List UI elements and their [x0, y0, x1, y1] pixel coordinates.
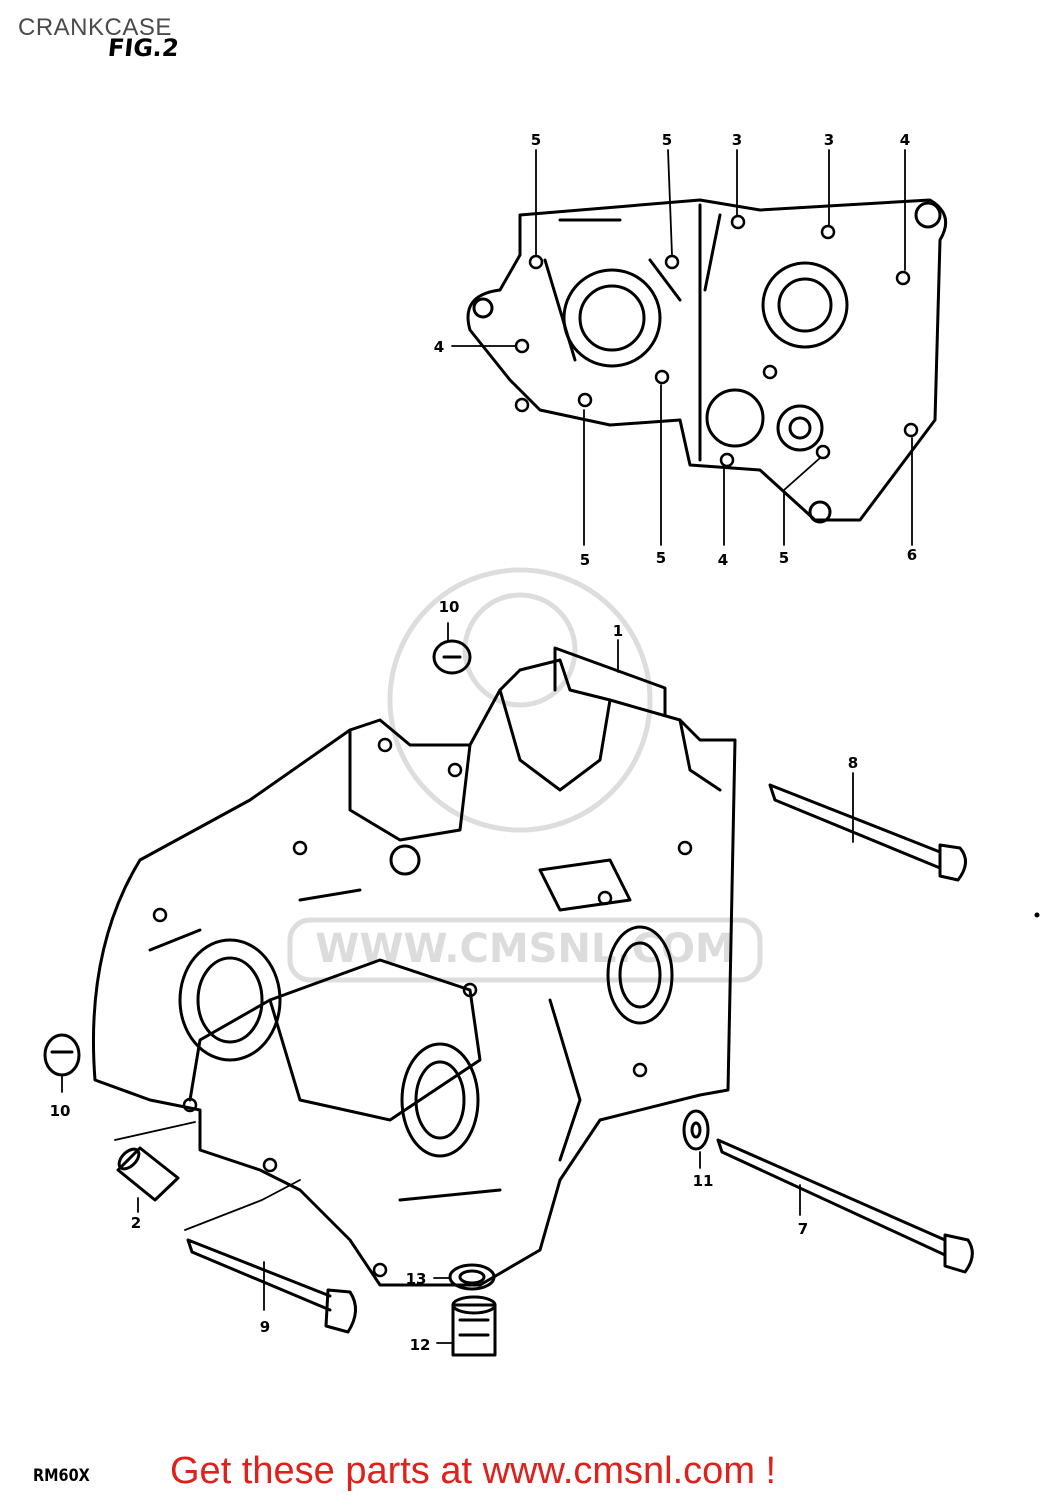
callout-3-top-a: 3 — [732, 131, 742, 149]
callout-10-upper: 10 — [439, 598, 460, 616]
bolt-9 — [184, 1179, 357, 1334]
callout-10-lower: 10 — [50, 1102, 71, 1120]
callout-11: 11 — [693, 1172, 714, 1190]
watermark-logo — [287, 567, 763, 983]
promo-link[interactable]: Get these parts at www.cmsnl.com ! — [170, 1450, 777, 1492]
plug-left — [43, 1033, 81, 1093]
callout-5-top-b: 5 — [662, 131, 672, 149]
crankcase-assembly — [92, 646, 737, 1287]
callout-8: 8 — [848, 754, 858, 772]
drain-plug-12 — [436, 1295, 497, 1357]
callout-4-bottom: 4 — [718, 551, 728, 569]
crankcase-exploded-diagram: WWW.CMSNL.COM — [43, 131, 1040, 1357]
callout-5-top-a: 5 — [531, 131, 541, 149]
callout-9: 9 — [260, 1318, 270, 1336]
plug-upper — [432, 622, 472, 675]
callout-6: 6 — [907, 546, 917, 564]
bolt-8 — [768, 772, 967, 882]
model-code: RM60X — [33, 1466, 90, 1486]
callout-1: 1 — [613, 622, 623, 640]
callout-7: 7 — [798, 1220, 808, 1238]
callout-3-top-b: 3 — [824, 131, 834, 149]
callout-13: 13 — [406, 1270, 427, 1288]
washer-13 — [433, 1263, 496, 1291]
callout-4-top: 4 — [900, 131, 910, 149]
callout-2: 2 — [131, 1214, 141, 1232]
callout-5-bottom-b: 5 — [656, 549, 666, 567]
crankcase-inner-half — [451, 149, 948, 546]
bolt-7 — [716, 1138, 974, 1274]
page-title: CRANKCASE — [18, 14, 172, 41]
callout-5-bottom-a: 5 — [580, 551, 590, 569]
callout-4-left: 4 — [434, 338, 444, 356]
washer-11 — [682, 1109, 710, 1169]
callout-12: 12 — [410, 1336, 431, 1354]
watermark-text: WWW.CMSNL.COM — [315, 926, 735, 972]
callout-5-bottom-c: 5 — [779, 549, 789, 567]
dowel-2 — [114, 1121, 196, 1213]
